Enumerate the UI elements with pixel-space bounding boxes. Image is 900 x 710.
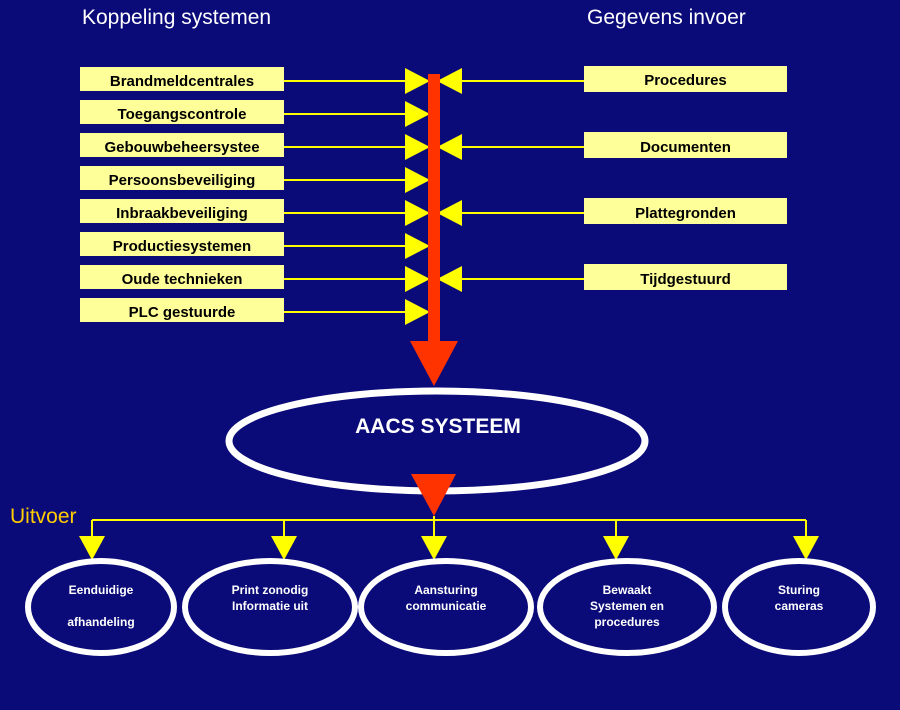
output-4-line3: procedures bbox=[594, 615, 660, 629]
output-ellipse-2 bbox=[182, 558, 358, 656]
output-2-line1: Print zonodig bbox=[231, 583, 309, 597]
input-box-right-1: Procedures bbox=[584, 66, 787, 92]
output-arrowhead-2 bbox=[271, 536, 297, 560]
output-text-3: Aansturing communicatie bbox=[381, 582, 511, 614]
output-arrowhead-3 bbox=[421, 536, 447, 560]
output-text-5: Sturing cameras bbox=[734, 582, 864, 614]
input-box-left-6: Productiesystemen bbox=[80, 232, 284, 256]
aacs-label: AACS SYSTEEM bbox=[355, 415, 521, 438]
output-ellipse-3 bbox=[358, 558, 534, 656]
heading-koppeling-systemen: Koppeling systemen bbox=[82, 6, 272, 29]
output-1-line3: afhandeling bbox=[67, 615, 135, 629]
output-3-line1: Aansturing bbox=[414, 583, 478, 597]
main-arrow-head bbox=[410, 341, 458, 386]
arrowhead-right-1 bbox=[437, 68, 462, 94]
output-text-4: Bewaakt Systemen en procedures bbox=[562, 582, 692, 630]
output-1-line2 bbox=[36, 598, 166, 614]
uitvoer-label: Uitvoer bbox=[10, 505, 77, 528]
arrowhead-left-7 bbox=[405, 266, 430, 292]
main-arrow-shaft bbox=[428, 74, 440, 344]
input-box-left-8: PLC gestuurde bbox=[80, 298, 284, 322]
arrowhead-left-5 bbox=[405, 200, 430, 226]
arrowhead-right-4 bbox=[437, 266, 462, 292]
output-ellipse-1 bbox=[25, 558, 177, 656]
output-ellipse-4 bbox=[537, 558, 717, 656]
output-4-line2: Systemen en bbox=[589, 599, 665, 613]
input-box-left-5: Inbraakbeveiliging bbox=[80, 199, 284, 223]
input-box-left-3: Gebouwbeheersystee bbox=[80, 133, 284, 157]
output-5-line2: cameras bbox=[774, 599, 824, 613]
output-arrow-head bbox=[411, 474, 456, 516]
output-arrowhead-4 bbox=[603, 536, 629, 560]
input-box-left-7: Oude technieken bbox=[80, 265, 284, 289]
output-4-line1: Bewaakt bbox=[602, 583, 652, 597]
input-box-right-2: Documenten bbox=[584, 132, 787, 158]
output-3-line2: communicatie bbox=[405, 599, 487, 613]
input-box-right-4: Tijdgestuurd bbox=[584, 264, 787, 290]
arrowhead-right-3 bbox=[437, 200, 462, 226]
input-box-left-1: Brandmeldcentrales bbox=[80, 67, 284, 91]
output-1-line1: Eenduidige bbox=[68, 583, 134, 597]
arrowhead-left-1 bbox=[405, 68, 430, 94]
output-2-line2: Informatie uit bbox=[231, 599, 308, 613]
arrowhead-left-3 bbox=[405, 134, 430, 160]
arrowhead-left-4 bbox=[405, 167, 430, 193]
input-box-left-4: Persoonsbeveiliging bbox=[80, 166, 284, 190]
output-ellipse-5 bbox=[722, 558, 876, 656]
output-text-1: Eenduidige afhandeling bbox=[36, 582, 166, 630]
output-arrowhead-5 bbox=[793, 536, 819, 560]
output-text-2: Print zonodig Informatie uit bbox=[205, 582, 335, 614]
arrowhead-right-2 bbox=[437, 134, 462, 160]
input-box-right-3: Plattegronden bbox=[584, 198, 787, 224]
output-arrowhead-1 bbox=[79, 536, 105, 560]
arrowhead-left-6 bbox=[405, 233, 430, 259]
heading-gegevens-invoer: Gegevens invoer bbox=[587, 6, 746, 29]
input-box-left-2: Toegangscontrole bbox=[80, 100, 284, 124]
output-5-line1: Sturing bbox=[778, 583, 820, 597]
arrowhead-left-8 bbox=[405, 299, 430, 325]
arrowhead-left-2 bbox=[405, 101, 430, 127]
